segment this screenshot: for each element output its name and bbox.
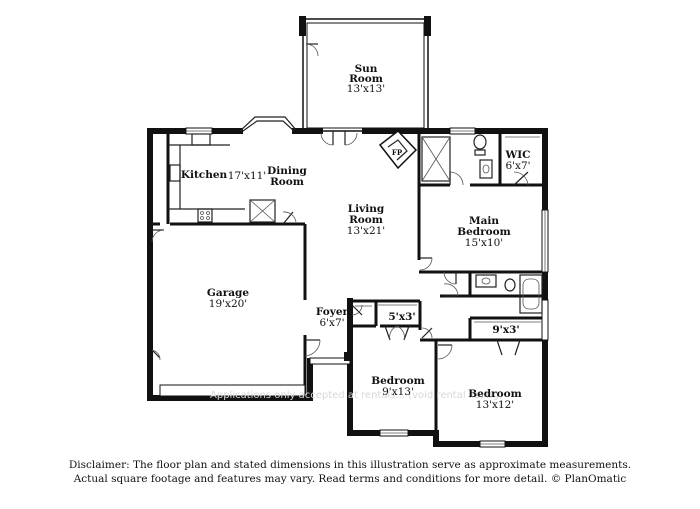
floor-plan: Applications only accepted at rentals...… (147, 16, 549, 448)
hall-bath-fixtures (475, 274, 543, 314)
sun-room-walls (299, 16, 431, 132)
kitchen-fixtures (168, 133, 276, 223)
range-icon (197, 208, 213, 223)
vanity-icon-2 (475, 274, 497, 288)
sun-room-label-2: Room (349, 73, 383, 85)
sun-room-label: Sun (355, 63, 378, 75)
watermark-text: Applications only accepted at rentals...… (210, 390, 503, 401)
dining-label: Dining (267, 165, 307, 177)
bay-window (239, 116, 298, 132)
fridge-icon (169, 164, 181, 182)
pantry-icon (249, 199, 276, 223)
fireplace-label: FP (392, 148, 403, 157)
main-bedroom-label-2: Bedroom (457, 226, 511, 238)
dining-label-2: Room (270, 176, 304, 188)
main-bedroom-dims: 15'x10' (465, 237, 503, 249)
garage-door (159, 384, 306, 397)
toilet-icon (473, 134, 487, 150)
disclaimer-line-2: Actual square footage and features may v… (73, 473, 627, 485)
kitchen-dining-dims: 17'x11' (228, 170, 266, 182)
fireplace (378, 129, 418, 170)
tub-icon (519, 274, 543, 314)
vanity-icon (479, 159, 493, 179)
closet-shelves (355, 136, 541, 323)
foyer-dims: 6'x7' (319, 317, 344, 329)
closet-1-dims: 5'x3' (388, 311, 415, 323)
bedroom-2-dims: 9'x13' (382, 386, 414, 398)
disclaimer: Disclaimer: The floor plan and stated di… (0, 458, 700, 486)
foyer-label: Foyer (316, 306, 349, 318)
wic-label: WIC (504, 149, 530, 161)
disclaimer-line-1: Disclaimer: The floor plan and stated di… (68, 459, 632, 471)
sink-icon (191, 133, 211, 146)
living-room-label-2: Room (349, 214, 383, 226)
main-bedroom-label: Main (469, 215, 499, 227)
kitchen-label: Kitchen (181, 169, 228, 181)
sun-room-dims: 13'x13' (347, 83, 385, 95)
bedroom-3-dims: 13'x12' (476, 399, 514, 411)
door-swings (151, 131, 529, 361)
toilet-icon-2 (504, 278, 516, 292)
main-bath-fixtures (421, 134, 493, 182)
shower-icon (421, 136, 451, 182)
living-room-dims: 13'x21' (347, 225, 385, 237)
living-room-label: Living (348, 203, 385, 215)
windows (185, 127, 549, 448)
bedroom-3-label: Bedroom (468, 388, 522, 400)
garage-label: Garage (207, 287, 249, 299)
closet-2-dims: 9'x3' (492, 324, 519, 336)
garage-dims: 19'x20' (209, 298, 247, 310)
bedroom-2-label: Bedroom (371, 375, 425, 387)
wic-dims: 6'x7' (505, 160, 530, 172)
